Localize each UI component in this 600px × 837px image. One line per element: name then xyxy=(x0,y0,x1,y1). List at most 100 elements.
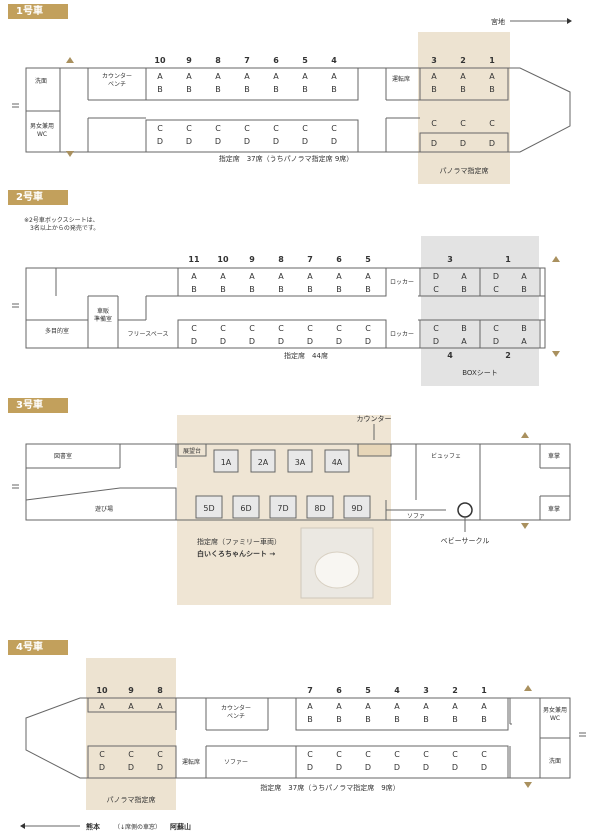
seat-letter: B xyxy=(452,715,458,724)
locker-label: ロッカー xyxy=(390,279,414,286)
seat-letter: A xyxy=(489,72,495,81)
seat-letter: A xyxy=(307,702,313,711)
panorama-label: パノラマ指定席 xyxy=(440,166,489,175)
seat-letter: A xyxy=(461,337,467,346)
seat-letter: C xyxy=(307,324,313,333)
seat-letter: A xyxy=(186,72,192,81)
seat-number: 3 xyxy=(447,255,453,264)
seat-letter: C xyxy=(128,750,134,759)
seat-letter: D xyxy=(128,763,134,772)
arrow-down-icon xyxy=(66,151,74,157)
wall-line xyxy=(25,487,177,520)
seat-row-cd xyxy=(87,745,177,779)
seat-label: 4A xyxy=(332,458,343,467)
seat-letter: C xyxy=(431,119,437,128)
seat-letter: B xyxy=(460,85,466,94)
seat-letter: C xyxy=(336,750,342,759)
seat-letter: C xyxy=(493,324,499,333)
seat-letter: C xyxy=(220,324,226,333)
seat-letter: A xyxy=(521,272,527,281)
seat-letter: B xyxy=(336,715,342,724)
seat-letter: D xyxy=(220,337,226,346)
car1-body xyxy=(25,67,571,153)
seat-letter: D xyxy=(365,763,371,772)
seat-box xyxy=(306,495,334,519)
seat-number: 9 xyxy=(249,255,255,264)
seat-number: 10 xyxy=(96,686,108,695)
seat-number: 6 xyxy=(273,56,279,65)
seat-letter: B xyxy=(461,285,467,294)
seat-letter: C xyxy=(336,324,342,333)
seat-letter: A xyxy=(431,72,437,81)
seat-label: 7D xyxy=(277,504,288,513)
seat-box xyxy=(232,495,260,519)
seat-label: 3A xyxy=(295,458,306,467)
seat-letter: C xyxy=(307,750,313,759)
seat-box xyxy=(287,449,313,473)
seat-letter: C xyxy=(157,750,163,759)
seat-number: 7 xyxy=(307,686,313,695)
seat-letter: C xyxy=(481,750,487,759)
arrow-up-icon xyxy=(524,685,532,691)
seat-letter: B xyxy=(307,285,313,294)
seat-box xyxy=(343,495,371,519)
conductor-label: 車掌 xyxy=(548,505,560,513)
seat-letter: D xyxy=(433,337,439,346)
seat-number: 8 xyxy=(215,56,221,65)
seat-letter: B xyxy=(461,324,467,333)
seat-letter: B xyxy=(278,285,284,294)
seat-number: 11 xyxy=(188,255,200,264)
seat-box xyxy=(324,449,350,473)
direction-note: （↓席側の車窓） xyxy=(114,823,161,831)
seat-letter: D xyxy=(493,337,499,346)
seat-number: 1 xyxy=(481,686,487,695)
seat-letter: B xyxy=(186,85,192,94)
seat-row-cd xyxy=(145,119,359,153)
seat-letter: C xyxy=(331,124,337,133)
seat-letter: D xyxy=(157,763,163,772)
seat-letter: C xyxy=(394,750,400,759)
seat-letter: B xyxy=(273,85,279,94)
seat-number: 3 xyxy=(423,686,429,695)
seat-letter: D xyxy=(493,272,499,281)
seat-row-ab xyxy=(419,67,509,101)
free-space-label: フリースペース xyxy=(128,331,169,338)
arrow-up-icon xyxy=(552,256,560,262)
seat-letter: B xyxy=(336,285,342,294)
seat-letter: D xyxy=(186,137,192,146)
arrow-down-icon xyxy=(552,351,560,357)
seat-letter: B xyxy=(489,85,495,94)
seat-letter: A xyxy=(157,72,163,81)
seat-letter: A xyxy=(244,72,250,81)
seat-letter: C xyxy=(157,124,163,133)
seat-letter: C xyxy=(215,124,221,133)
seat-number: 10 xyxy=(154,56,166,65)
seat-number: 6 xyxy=(336,686,342,695)
seat-letter: D xyxy=(302,137,308,146)
multipurpose-room-label: 多目的室 xyxy=(45,327,69,335)
seat-letter: D xyxy=(336,763,342,772)
box-seat xyxy=(479,267,541,297)
arrow-up-icon xyxy=(521,432,529,438)
seat-letter: C xyxy=(365,324,371,333)
seat-letter: A xyxy=(273,72,279,81)
seat-number: 2 xyxy=(460,56,466,65)
panorama-area xyxy=(86,658,176,810)
conductor-label: 車掌 xyxy=(548,452,560,460)
car1-label: 1号車 xyxy=(8,4,68,19)
seat-letter: C xyxy=(278,324,284,333)
seat-photo-shape xyxy=(314,551,360,589)
seat-letter: D xyxy=(191,337,197,346)
seat-letter: A xyxy=(302,72,308,81)
counter-label: カウンター xyxy=(357,414,392,423)
seat-letter: D xyxy=(307,337,313,346)
seat-letter: C xyxy=(433,285,439,294)
seat-number: 8 xyxy=(157,686,163,695)
seat-letter: A xyxy=(99,702,105,711)
seat-number: 2 xyxy=(505,351,511,360)
seat-letter: B xyxy=(521,324,527,333)
box-seat-label: BOXシート xyxy=(462,369,498,377)
seat-letter: A xyxy=(278,272,284,281)
arrow-down-icon xyxy=(521,523,529,529)
